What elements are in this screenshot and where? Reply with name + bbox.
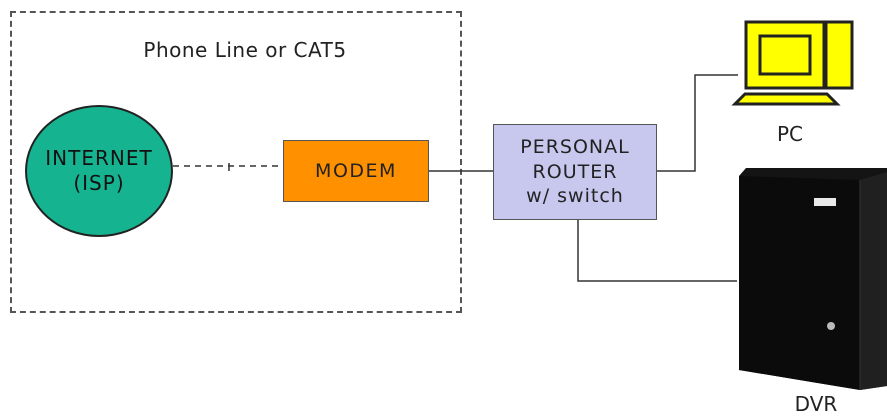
router-label-line2: ROUTER [532, 160, 618, 183]
dvr-tower-icon [739, 168, 887, 390]
internet-node: INTERNET (ISP) [25, 105, 173, 237]
router-dvr-link [577, 220, 737, 282]
phone-line-zone [10, 11, 462, 313]
router-pc-link [657, 74, 738, 172]
computer-icon [731, 20, 854, 106]
pc-label: PC [776, 122, 804, 146]
router-label-line1: PERSONAL [520, 135, 630, 158]
zone-title: Phone Line or CAT5 [143, 38, 347, 62]
router-label-line3: w/ switch [526, 185, 624, 208]
router-node: PERSONAL ROUTER w/ switch [493, 124, 657, 220]
modem-node: MODEM [283, 140, 429, 202]
internet-label: INTERNET [45, 146, 153, 170]
isp-label: (ISP) [73, 171, 125, 195]
modem-label: MODEM [315, 160, 397, 182]
dvr-label: DVR [794, 392, 838, 416]
